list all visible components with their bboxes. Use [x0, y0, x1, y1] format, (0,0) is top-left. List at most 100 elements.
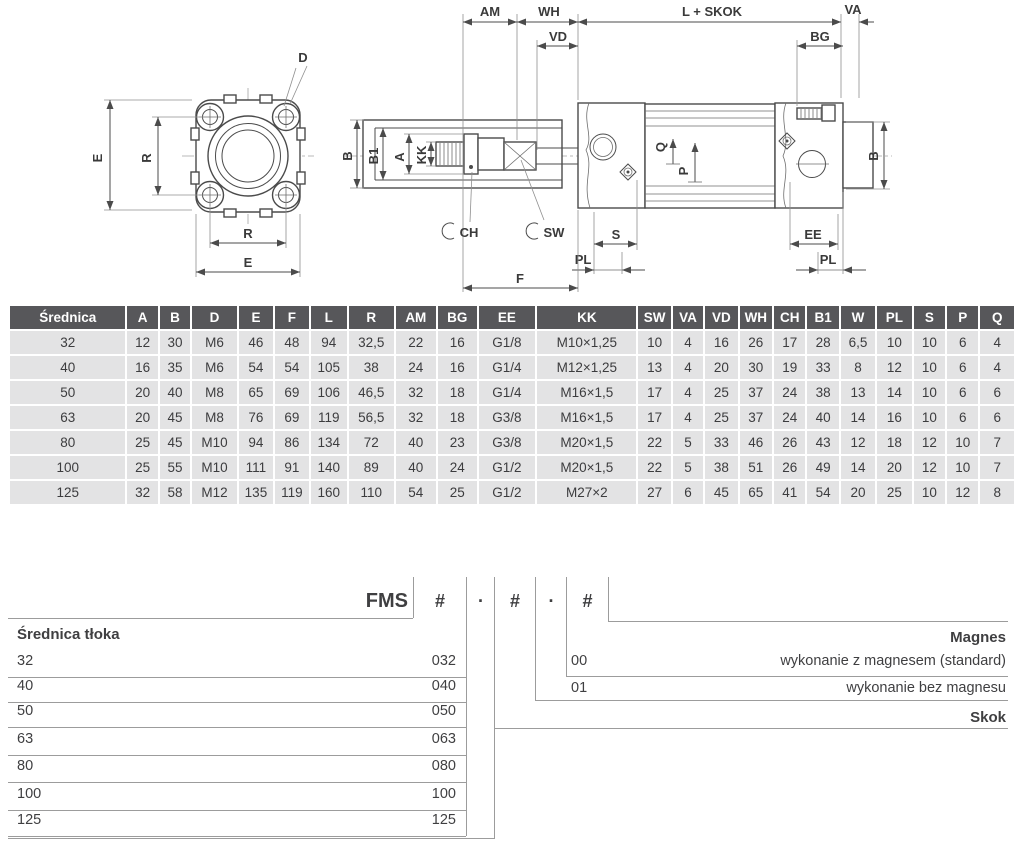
bolt-hole: [271, 102, 301, 132]
dim-label-r-left: R: [139, 153, 154, 163]
table-cell: 13: [840, 381, 876, 404]
table-cell: 48: [275, 331, 309, 354]
table-cell: 94: [310, 331, 348, 354]
table-cell: 18: [438, 381, 477, 404]
table-cell: 20: [127, 381, 158, 404]
table-cell: 17: [638, 381, 671, 404]
dim-label-p: P: [676, 166, 691, 175]
table-cell: 18: [438, 406, 477, 429]
table-cell: 40: [807, 406, 839, 429]
table-cell: 100: [10, 456, 126, 479]
table-cell: 69: [275, 406, 309, 429]
table-cell: 16: [705, 331, 738, 354]
table-cell: 10: [877, 331, 912, 354]
table-cell: 40: [159, 381, 191, 404]
table-cell: M10×1,25: [537, 331, 637, 354]
piston-size-code: 063: [431, 731, 456, 747]
table-cell: 5: [672, 431, 704, 454]
table-cell: 10: [947, 456, 979, 479]
table-cell: M12: [192, 481, 237, 504]
front-view-body: [182, 88, 314, 224]
header-cell: EE: [478, 306, 536, 329]
table-cell: 13: [638, 356, 671, 379]
order-code-prefix: FMS: [365, 590, 408, 612]
connector-line: [8, 782, 466, 783]
table-cell: 49: [807, 456, 839, 479]
order-code-dot-1: .: [477, 586, 483, 606]
table-cell: 140: [310, 456, 348, 479]
table-cell: 24: [438, 456, 477, 479]
table-cell: 4: [672, 406, 704, 429]
table-cell: 38: [349, 356, 394, 379]
table-cell: 16: [438, 356, 477, 379]
table-cell: 6: [947, 356, 979, 379]
table-cell: 25: [705, 406, 738, 429]
dim-label-kk: KK: [414, 145, 429, 164]
table-cell: 10: [638, 331, 671, 354]
table-cell: 38: [705, 456, 738, 479]
table-cell: G1/4: [478, 356, 536, 379]
table-cell: G1/4: [478, 381, 536, 404]
table-cell: 7: [980, 431, 1014, 454]
table-cell: 46: [739, 431, 773, 454]
table-cell: 33: [807, 356, 839, 379]
table-cell: 86: [275, 431, 309, 454]
table-cell: M6: [192, 331, 237, 354]
table-cell: 25: [438, 481, 477, 504]
table-cell: 26: [774, 456, 806, 479]
connector-line: [8, 618, 413, 619]
side-view-dimensions: AM WH L + SKOK VA VD BG B B1 A KK CH SW: [340, 2, 890, 292]
dim-label-pl-left: PL: [575, 252, 592, 267]
table-cell: 58: [159, 481, 191, 504]
table-cell: 26: [739, 331, 773, 354]
header-cell: Q: [980, 306, 1014, 329]
header-cell: A: [127, 306, 158, 329]
table-cell: 24: [774, 406, 806, 429]
table-cell: 22: [638, 456, 671, 479]
table-cell: 69: [275, 381, 309, 404]
table-cell: M20×1,5: [537, 456, 637, 479]
dim-label-l-skok: L + SKOK: [682, 4, 743, 19]
table-cell: 45: [705, 481, 738, 504]
table-cell: M16×1,5: [537, 406, 637, 429]
table-cell: 25: [127, 431, 158, 454]
table-cell: 125: [10, 481, 126, 504]
table-cell: 22: [638, 431, 671, 454]
table-cell: 55: [159, 456, 191, 479]
table-cell: 40: [395, 431, 437, 454]
table-cell: 12: [947, 481, 979, 504]
connector-line: [494, 728, 1008, 729]
wrench-symbol-icon: [525, 222, 539, 240]
table-cell: M10: [192, 431, 237, 454]
table-cell: 63: [10, 406, 126, 429]
dim-label-sw: SW: [544, 225, 566, 240]
table-cell: 10: [913, 356, 946, 379]
table-cell: 105: [310, 356, 348, 379]
table-cell: 20: [840, 481, 876, 504]
table-cell: G1/2: [478, 481, 536, 504]
header-cell: PL: [877, 306, 912, 329]
header-cell: W: [840, 306, 876, 329]
side-view-body: [345, 102, 892, 209]
table-cell: 6: [980, 406, 1014, 429]
table-cell: 43: [807, 431, 839, 454]
header-cell: D: [192, 306, 237, 329]
table-cell: 16: [438, 331, 477, 354]
piston-size-label: 50: [17, 703, 34, 719]
table-cell: 25: [127, 456, 158, 479]
connector-line: [466, 577, 467, 836]
table-cell: 28: [807, 331, 839, 354]
connector-line: [8, 727, 466, 728]
table-cell: G1/8: [478, 331, 536, 354]
table-cell: 6: [947, 331, 979, 354]
table-cell: 32: [10, 331, 126, 354]
dim-label-e-bottom: E: [244, 255, 253, 270]
table-cell: 119: [275, 481, 309, 504]
table-cell: 4: [980, 356, 1014, 379]
